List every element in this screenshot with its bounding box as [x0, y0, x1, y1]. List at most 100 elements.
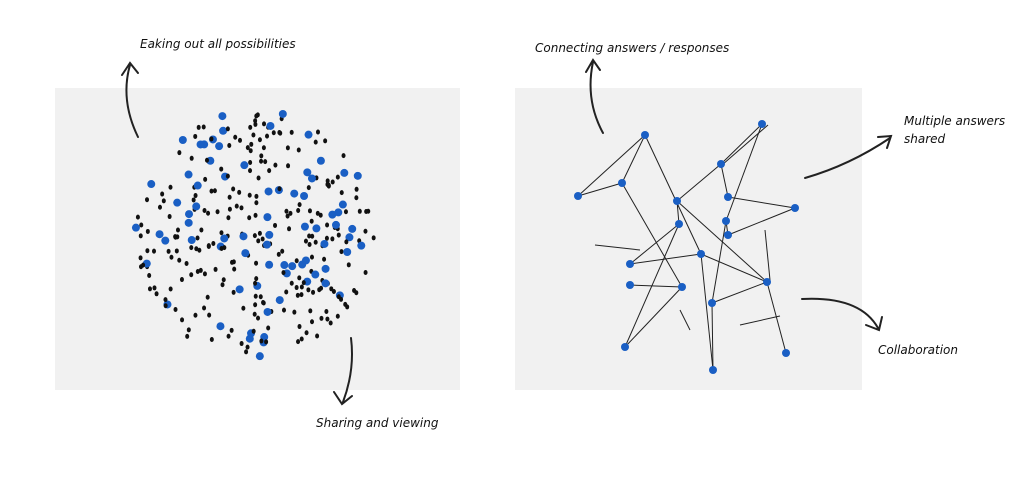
black-dot [315, 210, 320, 216]
black-dot [309, 218, 314, 224]
blue-dot [241, 249, 250, 258]
black-dot [297, 202, 302, 208]
arrow-up-left [121, 61, 139, 138]
black-dot [344, 239, 349, 245]
connection-line [577, 134, 646, 197]
black-dot [285, 145, 290, 151]
black-dot [145, 197, 150, 203]
black-dot [354, 195, 359, 201]
black-dot [262, 121, 267, 127]
connected-network [574, 120, 799, 374]
black-dot [257, 230, 262, 236]
black-dot [331, 289, 336, 295]
black-dot [325, 178, 330, 184]
network-node [626, 281, 634, 289]
black-dot [177, 150, 182, 156]
black-dot [330, 179, 335, 185]
black-dot [233, 134, 238, 140]
network-node [697, 250, 705, 258]
black-dot [261, 145, 266, 151]
black-dot [304, 330, 309, 336]
blue-dot [328, 210, 337, 219]
black-dot [244, 349, 249, 355]
black-dot [152, 285, 157, 291]
loose-line [739, 315, 781, 326]
black-dot [206, 210, 211, 216]
black-dot [256, 238, 261, 244]
black-dot [277, 186, 282, 192]
connection-line [629, 284, 683, 288]
black-dot [202, 305, 207, 311]
blue-dot [338, 200, 347, 209]
black-dot [173, 307, 178, 313]
black-dot [319, 285, 324, 291]
black-dot [201, 124, 206, 130]
black-dot [285, 213, 290, 219]
black-dot [206, 243, 211, 249]
black-dot [138, 233, 143, 239]
label-multiple-answers: Multiple answers shared [904, 112, 1005, 148]
black-dot [193, 133, 198, 139]
black-dot [232, 266, 237, 272]
blue-dot [240, 161, 249, 170]
black-dot [220, 282, 225, 288]
connection-line [725, 123, 763, 222]
black-dot [281, 307, 286, 313]
black-dot [253, 302, 258, 308]
black-dot [251, 132, 256, 138]
network-node [724, 231, 732, 239]
black-dot [319, 315, 324, 321]
black-dot [139, 222, 144, 228]
blue-dot [307, 174, 316, 183]
blue-dot [312, 224, 321, 233]
blue-dot [303, 168, 312, 177]
black-dot [231, 289, 236, 295]
blue-dot [185, 210, 194, 219]
black-dot [237, 137, 242, 143]
blue-dot [235, 285, 244, 294]
black-dot [266, 325, 271, 331]
arrow-collaboration [801, 297, 883, 332]
black-dot [160, 191, 165, 197]
blue-dot [357, 241, 366, 250]
black-dot [211, 241, 216, 247]
black-dot [288, 210, 293, 216]
black-dot [301, 280, 306, 286]
black-dot [248, 148, 253, 154]
blue-dot [300, 192, 309, 201]
black-dot [284, 289, 289, 295]
network-node [709, 366, 717, 374]
black-dot [184, 260, 189, 266]
black-dot [299, 292, 304, 298]
black-dot [138, 255, 143, 261]
black-dot [265, 133, 270, 139]
connection-line [727, 196, 796, 209]
label-sharing-and-viewing: Sharing and viewing [316, 416, 439, 430]
blue-dot [321, 279, 330, 288]
connection-line [629, 223, 680, 265]
black-dot [239, 205, 244, 211]
network-node [708, 299, 716, 307]
connection-line [621, 134, 646, 184]
black-dot [147, 272, 152, 278]
black-dot [191, 197, 196, 203]
black-dot [227, 194, 232, 200]
black-dot [335, 174, 340, 180]
connection-line [766, 281, 787, 354]
black-dot [292, 309, 297, 315]
black-dot [307, 233, 312, 239]
network-node [618, 179, 626, 187]
black-dot [323, 138, 328, 144]
blue-dot [187, 236, 196, 245]
black-dot [189, 245, 194, 251]
black-dot [227, 142, 232, 148]
connection-line [711, 281, 768, 304]
black-dot [179, 277, 184, 283]
black-dot [341, 153, 346, 159]
black-dot [237, 189, 242, 195]
network-node [763, 278, 771, 286]
black-dot [258, 294, 263, 300]
network-node [724, 193, 732, 201]
network-node [574, 192, 582, 200]
blue-dot [304, 130, 313, 139]
